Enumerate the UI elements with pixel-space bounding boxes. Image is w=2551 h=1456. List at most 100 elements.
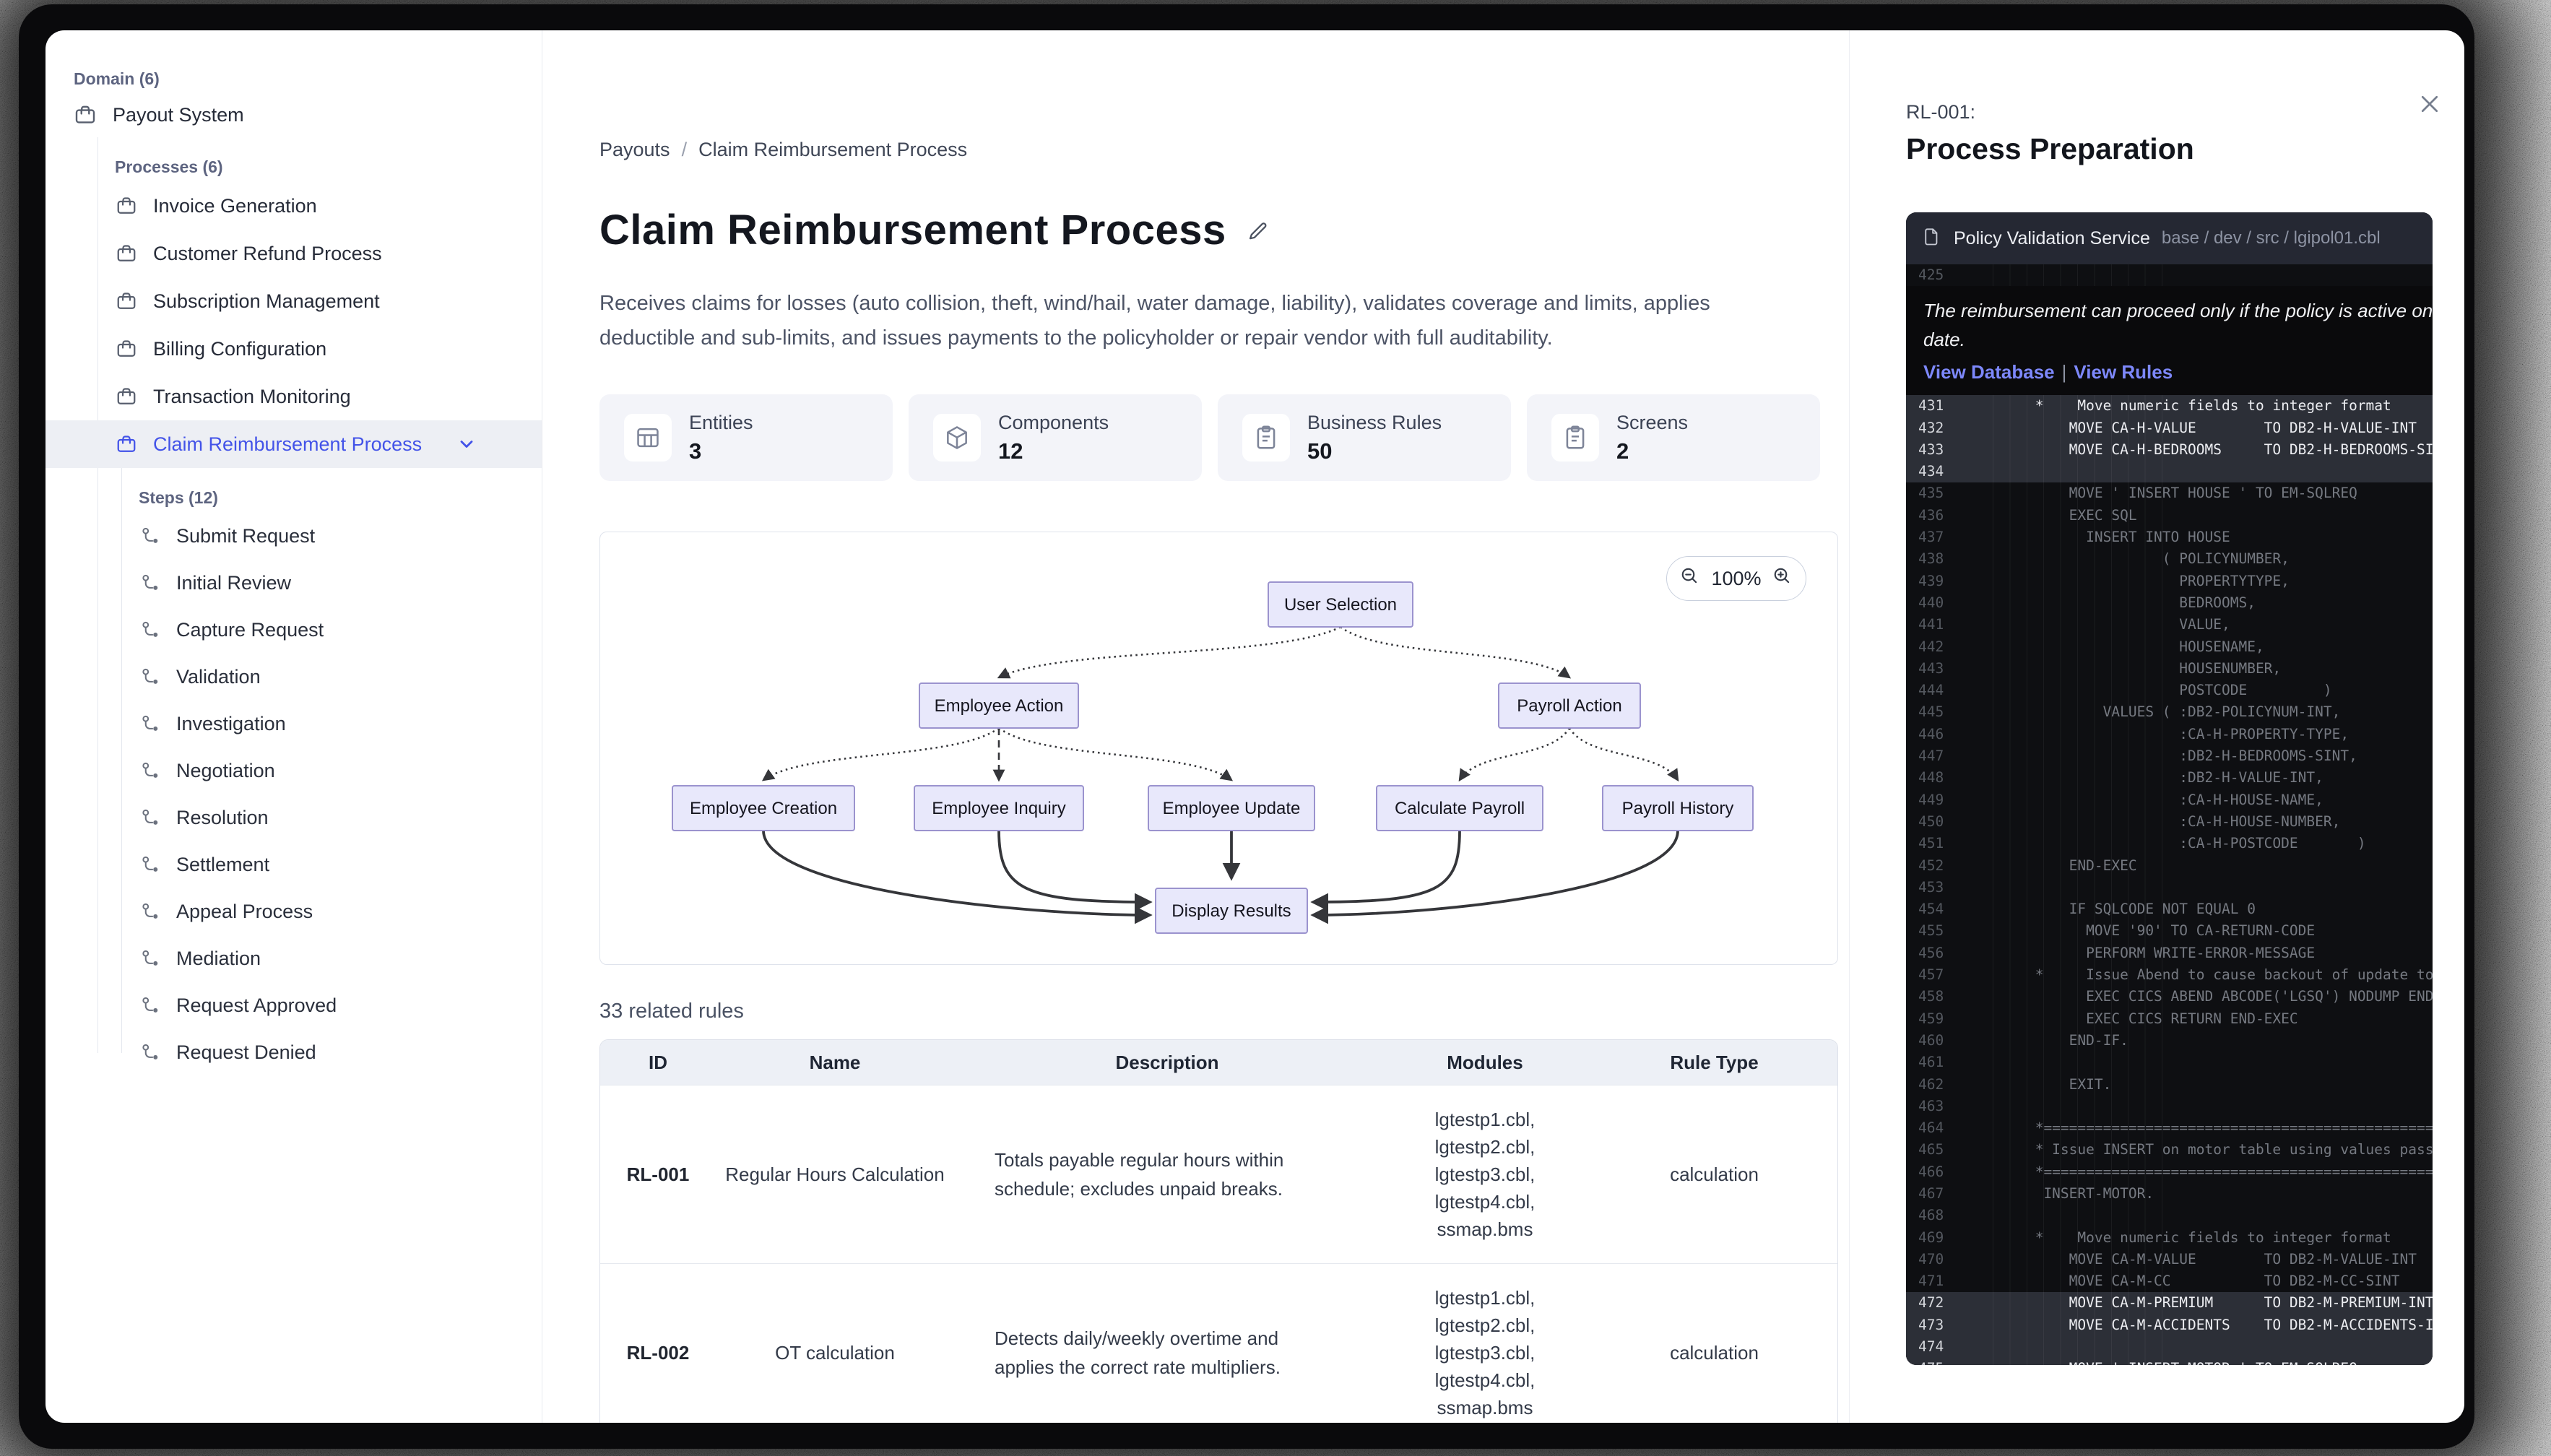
sidebar-item-step-settlement[interactable]: Settlement <box>46 841 542 888</box>
sidebar-item-step-investigation[interactable]: Investigation <box>46 701 542 748</box>
sidebar-item-step-validation[interactable]: Validation <box>46 654 542 701</box>
sidebar-item-billing-configuration[interactable]: Billing Configuration <box>46 325 542 373</box>
sidebar-item-step-request-denied[interactable]: Request Denied <box>46 1029 542 1076</box>
flow-edge-us-ea <box>997 625 1341 679</box>
flow-node-user-selection[interactable]: User Selection <box>1268 581 1413 628</box>
code-line: 459 EXEC CICS RETURN END-EXEC <box>1906 1008 2433 1030</box>
line-number: 452 <box>1918 857 1944 874</box>
page-title: Claim Reimbursement Process <box>599 207 1226 254</box>
sidebar-item-step-negotiation[interactable]: Negotiation <box>46 748 542 794</box>
panel-title: Process Preparation <box>1906 132 2194 165</box>
sidebar-item-step-appeal-process[interactable]: Appeal Process <box>46 888 542 935</box>
sidebar-item-step-resolution[interactable]: Resolution <box>46 794 542 841</box>
line-number: 441 <box>1918 616 1944 633</box>
line-number: 475 <box>1906 1358 1993 1365</box>
sidebar-item-label: Mediation <box>176 948 261 969</box>
line-text <box>1993 1052 2433 1073</box>
link-separator: | <box>2061 361 2067 384</box>
breadcrumb-payouts[interactable]: Payouts <box>599 139 670 160</box>
svg-text:Payroll Action: Payroll Action <box>1517 696 1621 716</box>
table-row[interactable]: RL-002 OT calculation Detects daily/week… <box>600 1263 1837 1423</box>
close-panel-button[interactable] <box>2417 91 2443 121</box>
sidebar-item-label: Customer Refund Process <box>153 242 382 264</box>
chevron-down-icon <box>460 441 473 448</box>
code-line: 470 MOVE CA-M-VALUE TO DB2-M-VALUE-INT <box>1906 1249 2433 1270</box>
code-body[interactable]: 425 The reimbursement can proceed only i… <box>1906 264 2433 1365</box>
line-text: MOVE '90' TO CA-RETURN-CODE <box>1993 922 2316 940</box>
sidebar-item-label: Transaction Monitoring <box>153 385 351 407</box>
sidebar-item-step-mediation[interactable]: Mediation <box>46 935 542 982</box>
stat-label: Components <box>998 411 1109 433</box>
sidebar-item-invoice-generation[interactable]: Invoice Generation <box>46 182 542 230</box>
line-number: 433 <box>1918 441 1944 458</box>
code-viewer: Policy Validation Service base / dev / s… <box>1906 212 2433 1365</box>
flow-node-employee-update[interactable]: Employee Update <box>1148 785 1315 831</box>
line-text: * Move numeric fields to integer format <box>1993 397 2391 415</box>
edit-title-button[interactable] <box>1245 219 1270 247</box>
line-text: HOUSENUMBER, <box>1993 659 2282 677</box>
cell-rule-modules: lgtestp1.cbl,lgtestp2.cbl,lgtestp3.cbl,l… <box>1434 1287 1536 1418</box>
code-line: 458 EXEC CICS ABEND ABCODE('LGSQ') NODUM… <box>1906 986 2433 1008</box>
line-number: 472 <box>1918 1294 1944 1312</box>
sidebar-item-transaction-monitoring[interactable]: Transaction Monitoring <box>46 373 542 420</box>
line-text: * Move numeric fields to integer format <box>1993 1228 2391 1246</box>
sidebar-item-claim-reimbursement-process[interactable]: Claim Reimbursement Process <box>46 420 542 468</box>
zoom-in-button[interactable] <box>1772 566 1793 592</box>
sidebar-item-subscription-management[interactable]: Subscription Management <box>46 277 542 325</box>
flow-node-employee-inquiry[interactable]: Employee Inquiry <box>914 785 1084 831</box>
flow-node-calculate-payroll[interactable]: Calculate Payroll <box>1376 785 1543 831</box>
zoom-out-button[interactable] <box>1679 566 1701 592</box>
code-line: 438 ( POLICYNUMBER, <box>1906 548 2433 570</box>
line-text: :DB2-H-VALUE-INT, <box>1993 769 2323 786</box>
flow-node-employee-creation[interactable]: Employee Creation <box>672 785 855 831</box>
line-text: EXEC CICS ABEND ABCODE('LGSQ') NODUMP EN… <box>1993 988 2433 1005</box>
sidebar-item-label: Validation <box>176 666 261 688</box>
sidebar-item-step-capture-request[interactable]: Capture Request <box>46 607 542 654</box>
view-database-link[interactable]: View Database <box>1923 361 2055 384</box>
line-text: EXIT. <box>1993 1075 2112 1093</box>
cell-rule-description: Totals payable regular hours within sche… <box>995 1149 1284 1200</box>
sidebar-item-customer-refund-process[interactable]: Customer Refund Process <box>46 230 542 277</box>
code-line: 443 HOUSENUMBER, <box>1906 658 2433 680</box>
workflow-step-icon <box>142 903 158 919</box>
sidebar-item-step-request-approved[interactable]: Request Approved <box>46 982 542 1029</box>
flow-node-display-results[interactable]: Display Results <box>1155 888 1308 934</box>
table-row[interactable]: RL-001 Regular Hours Calculation Totals … <box>600 1085 1837 1263</box>
line-number: 457 <box>1918 966 1944 984</box>
flow-edge-ei-dr <box>997 830 1153 911</box>
flow-edge-pa-cp <box>1458 727 1571 782</box>
svg-text:Calculate Payroll: Calculate Payroll <box>1395 799 1525 818</box>
breadcrumb: Payouts / Claim Reimbursement Process <box>599 139 1838 161</box>
flow-node-employee-action[interactable]: Employee Action <box>919 682 1079 729</box>
sidebar-item-label: Claim Reimbursement Process <box>153 433 423 455</box>
line-text: MOVE ' INSERT MOTOR ' TO EM-SQLREQ <box>1993 1358 2433 1365</box>
line-number: 438 <box>1918 550 1944 568</box>
code-line: 465 * Issue INSERT on motor table using … <box>1906 1139 2433 1161</box>
code-line: 439 PROPERTYTYPE, <box>1906 571 2433 592</box>
line-number: 440 <box>1918 594 1944 611</box>
line-text: HOUSENAME, <box>1993 638 2264 655</box>
line-number: 453 <box>1918 878 1944 896</box>
view-rules-link[interactable]: View Rules <box>2074 361 2173 384</box>
flow-edge-pa-ph <box>1568 727 1679 782</box>
line-text <box>1993 1205 2433 1226</box>
rules-table: ID Name Description Modules Rule Type RL… <box>599 1039 1838 1423</box>
code-line: 441 VALUE, <box>1906 614 2433 636</box>
flow-node-payroll-history[interactable]: Payroll History <box>1602 785 1754 831</box>
line-number: 450 <box>1918 812 1944 830</box>
line-text: MOVE CA-M-CC TO DB2-M-CC-SINT <box>1993 1273 2400 1290</box>
code-line: 432 MOVE CA-H-VALUE TO DB2-H-VALUE-INT <box>1906 417 2433 439</box>
sidebar-item-step-initial-review[interactable]: Initial Review <box>46 560 542 607</box>
sidebar-item-payout-system[interactable]: Payout System <box>46 94 542 136</box>
line-number: 432 <box>1918 419 1944 436</box>
line-text: MOVE CA-H-BEDROOMS TO DB2-H-BEDROOMS-SIN… <box>1993 441 2433 458</box>
sidebar-item-label: Appeal Process <box>176 901 313 922</box>
breadcrumb-current: Claim Reimbursement Process <box>698 139 968 160</box>
sidebar-item-step-submit-request[interactable]: Submit Request <box>46 513 542 560</box>
line-text: :CA-H-POSTCODE ) <box>1993 835 2366 852</box>
line-text: EXEC SQL <box>1993 506 2137 524</box>
flow-node-payroll-action[interactable]: Payroll Action <box>1498 682 1641 729</box>
line-text <box>1993 877 2433 898</box>
